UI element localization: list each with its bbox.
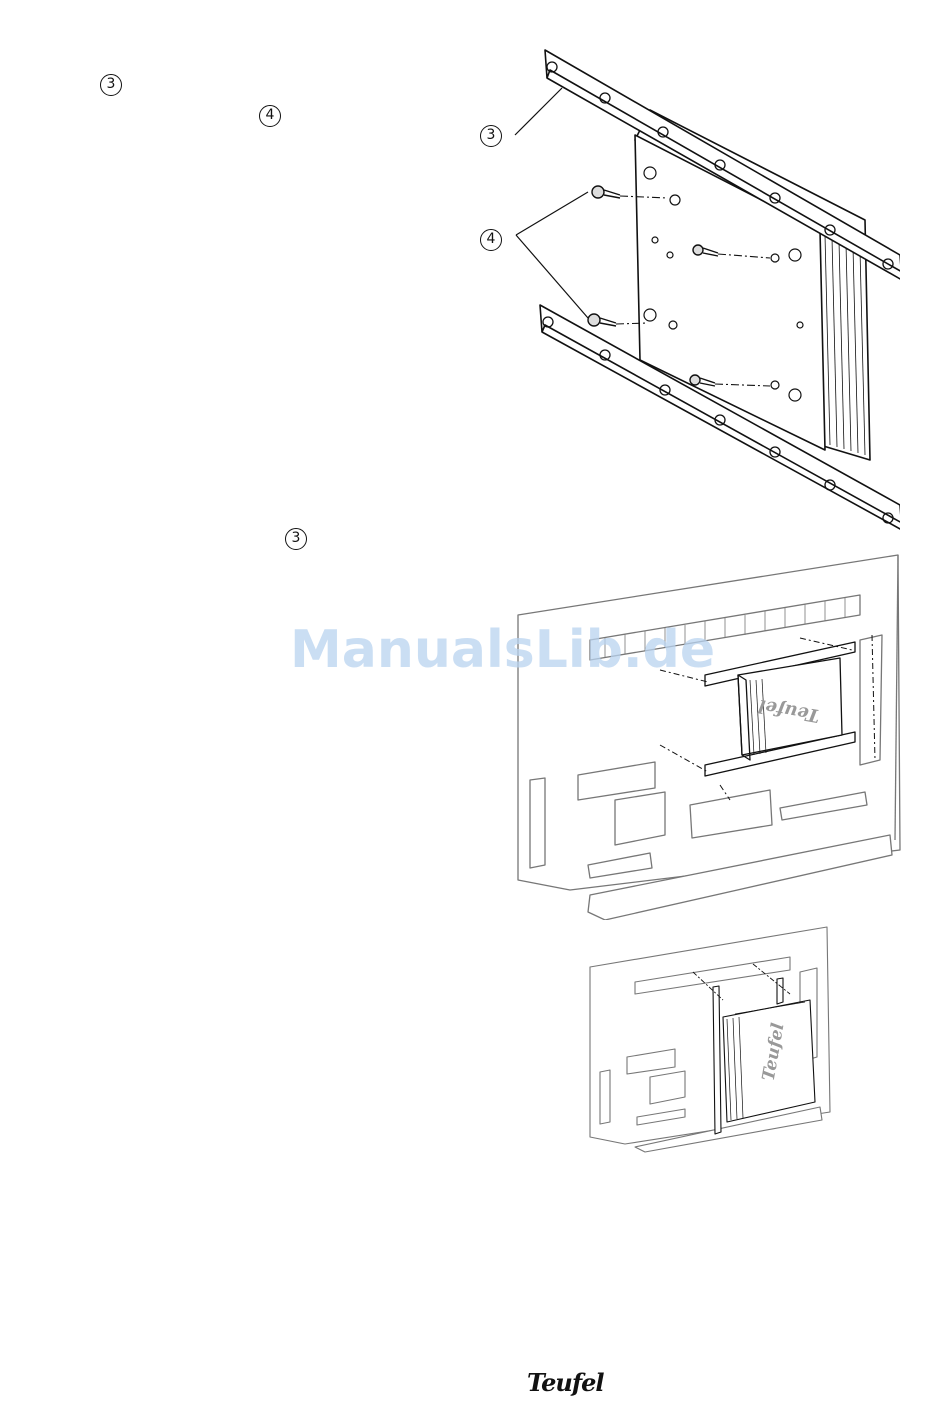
footer-brand-logo: Teufel: [527, 1368, 604, 1397]
callout-screws-ref-1: 4: [259, 105, 281, 127]
figure1-callout-bracket: 3: [480, 125, 502, 147]
figure1-callout-screws: 4: [480, 229, 502, 251]
callout-bracket-ref-1: 3: [100, 74, 122, 96]
figure-bracket-assembly: [470, 40, 900, 540]
figure-tv-mount-horizontal: Teufel: [510, 550, 910, 920]
callout-bracket-ref-2: 3: [285, 528, 307, 550]
watermark: ManualsLib.de: [290, 620, 715, 680]
figure-tv-mount-vertical: Teufel: [585, 922, 835, 1162]
